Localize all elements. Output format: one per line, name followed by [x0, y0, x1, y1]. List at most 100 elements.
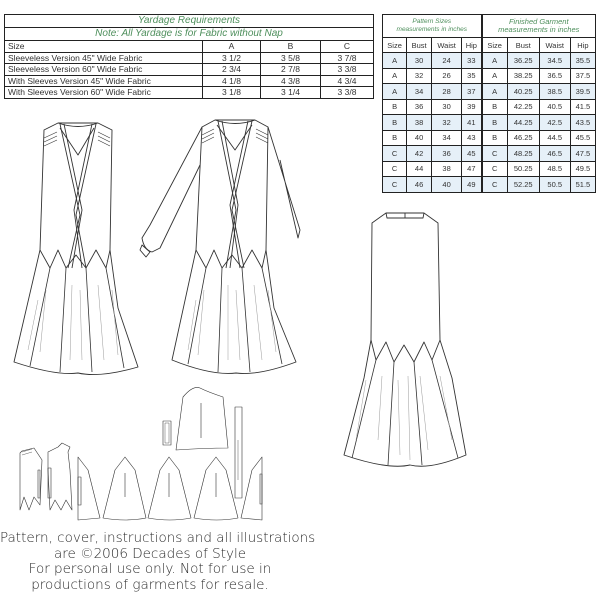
cell: A: [381, 67, 408, 84]
cell: 45: [461, 145, 483, 162]
yardage-row: Sleeveless Version 45" Wide Fabric 3 1/2…: [4, 51, 374, 64]
yardage-col-b: B: [260, 40, 321, 53]
yardage-value-c: 3 3/8: [320, 63, 374, 76]
cell: 34: [430, 129, 463, 146]
col-header: Bust: [406, 37, 432, 53]
cell: 36: [406, 98, 432, 115]
pattern-sizes-header: Pattern Sizes measurements in inches: [381, 14, 483, 38]
cell: A: [381, 83, 408, 100]
cell: 33: [461, 52, 483, 69]
cell: 41.5: [569, 98, 597, 115]
cell: 24: [430, 52, 463, 69]
cell: 39: [461, 98, 483, 115]
cell: C: [381, 160, 408, 177]
cell: A: [480, 67, 508, 84]
cell: 41: [461, 114, 483, 131]
cell: A: [480, 83, 508, 100]
cell: A: [480, 52, 508, 69]
cell: 35: [461, 67, 483, 84]
cell: C: [480, 176, 508, 193]
yardage-value-c: 3 3/8: [320, 86, 374, 99]
yardage-col-c: C: [320, 40, 374, 53]
cell: 38.5: [538, 83, 571, 100]
cell: 40.25: [506, 83, 540, 100]
cell: 50.25: [506, 160, 540, 177]
cell: 40: [406, 129, 432, 146]
cell: B: [480, 129, 508, 146]
cell: 48.25: [506, 145, 540, 162]
yardage-value-c: 4 3/4: [320, 74, 374, 87]
cell: 40.5: [538, 98, 571, 115]
cell: 49.5: [569, 160, 597, 177]
cell: C: [480, 160, 508, 177]
cell: 34.5: [538, 52, 571, 69]
yardage-row-label: Sleeveless Version 60" Wide Fabric: [4, 63, 203, 76]
copyright-line-2: are ©2006 Decades of Style: [53, 545, 247, 562]
cell: 49: [461, 176, 483, 193]
yardage-value-b: 3 5/8: [260, 51, 321, 64]
yardage-value-b: 4 3/8: [260, 74, 321, 87]
cell: 44.25: [506, 114, 540, 131]
cell: 37: [461, 83, 483, 100]
cell: C: [381, 145, 408, 162]
cell: B: [480, 114, 508, 131]
cell: 46.25: [506, 129, 540, 146]
yardage-row-label: With Sleeves Version 60" Wide Fabric: [4, 86, 203, 99]
cell: 30: [406, 52, 432, 69]
cell: 43.5: [569, 114, 597, 131]
finished-garment-subtitle: measurements in inches: [498, 25, 580, 34]
cell: 48.5: [538, 160, 571, 177]
yardage-row-label: Sleeveless Version 45" Wide Fabric: [4, 51, 203, 64]
sleeveless-dress-front-illustration: [13, 122, 139, 375]
cell: 50.5: [538, 176, 571, 193]
cell: A: [381, 52, 408, 69]
cell: 47.5: [569, 145, 597, 162]
yardage-col-a: A: [202, 40, 261, 53]
cell: 37.5: [569, 67, 597, 84]
copyright-line-4: productions of garments for resale.: [31, 576, 269, 593]
yardage-value-a: 3 1/8: [202, 86, 261, 99]
col-header: Bust: [506, 37, 540, 53]
cell: 32: [406, 67, 432, 84]
cell: C: [480, 145, 508, 162]
cell: 35.5: [569, 52, 597, 69]
cell: 36: [430, 145, 463, 162]
cell: B: [381, 114, 408, 131]
cell: 43: [461, 129, 483, 146]
col-header: Hip: [461, 37, 483, 53]
cell: B: [381, 129, 408, 146]
col-header: Waist: [430, 37, 463, 53]
col-header: Size: [381, 37, 408, 53]
cell: 46.5: [538, 145, 571, 162]
cell: 34: [406, 83, 432, 100]
cell: B: [480, 98, 508, 115]
cell: 45.5: [569, 129, 597, 146]
finished-garment-title: Finished Garment: [508, 17, 569, 26]
yardage-title: Yardage Requirements: [4, 14, 374, 28]
yardage-value-b: 2 7/8: [260, 63, 321, 76]
copyright-line-1: Pattern, cover, instructions and all ill…: [0, 530, 316, 546]
cell: 38: [406, 114, 432, 131]
yardage-row-label: With Sleeves Version 45" Wide Fabric: [4, 74, 203, 87]
cell: 44: [406, 160, 432, 177]
cell: 46: [406, 176, 432, 193]
yardage-table: Yardage Requirements Note: All Yardage i…: [4, 14, 374, 99]
cell: 52.25: [506, 176, 540, 193]
cell: 36.25: [506, 52, 540, 69]
size-chart-header-row: Size Bust Waist Hip Size Bust Waist Hip: [381, 37, 597, 53]
cell: 36.5: [538, 67, 571, 84]
yardage-value-a: 4 1/8: [202, 74, 261, 87]
cell: 42: [406, 145, 432, 162]
cell: 42.25: [506, 98, 540, 115]
size-chart-table: Pattern Sizes measurements in inches Fin…: [381, 14, 597, 193]
cell: 26: [430, 67, 463, 84]
yardage-value-a: 2 3/4: [202, 63, 261, 76]
cell: 30: [430, 98, 463, 115]
cell: 47: [461, 160, 483, 177]
